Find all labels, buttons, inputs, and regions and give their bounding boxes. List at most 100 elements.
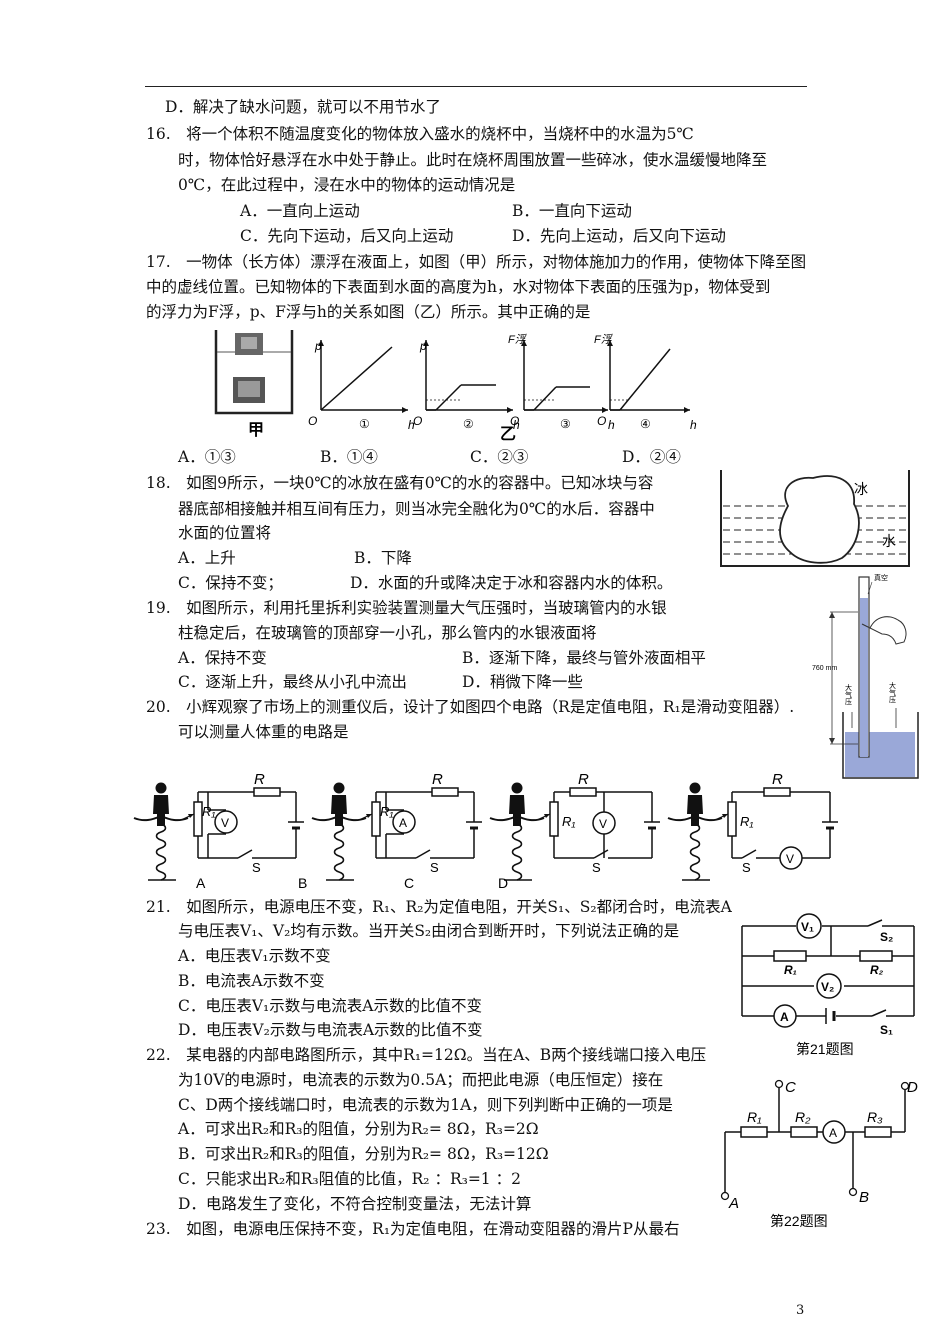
svg-text:R₁: R₁: [747, 1109, 762, 1125]
fig-760mm-label: 760 mm: [812, 665, 837, 672]
ice-container-figure: 冰 水: [718, 466, 913, 570]
svg-text:R₂: R₂: [795, 1109, 811, 1125]
fig-label-jia: 甲: [248, 421, 264, 439]
svg-text:A: A: [780, 1010, 789, 1024]
svg-text:R₂: R₂: [870, 963, 884, 977]
q22-line-2: 为10V的电源时，电流表的示数为0.5A；而把此电源（电压恒定）接在: [178, 1071, 664, 1089]
circuit-b-r: R: [432, 772, 443, 788]
q17-option-a: A．①③: [178, 448, 236, 466]
circuit-b-meter: A: [399, 816, 407, 830]
q16-option-c: C．先向下运动，后又向上运动: [240, 227, 454, 245]
q21-option-d: D．电压表V₂示数与电流表A示数的比值不变: [178, 1021, 483, 1039]
q22-line-3: C、D两个接线端口时，电流表的示数为1A，则下列判断中正确的一项是: [178, 1096, 673, 1114]
circuit-b: A R₁ R S B C: [298, 772, 482, 891]
header-rule: [145, 86, 807, 87]
svg-text:B: B: [859, 1189, 869, 1206]
q22-option-d: D．电路发生了变化，不符合控制变量法，无法计算: [178, 1195, 532, 1213]
q19-line-2: 柱稳定后，在玻璃管的顶部穿一小孔，那么管内的水银液面将: [178, 624, 597, 642]
svg-text:V₂: V₂: [821, 980, 834, 994]
q21-option-c: C．电压表V₁示数与电流表A示数的比值不变: [178, 997, 482, 1015]
q22-line-1: 22. 某电器的内部电路图所示，其中R₁=12Ω。当在A、B两个接线端口接入电压: [146, 1046, 707, 1064]
graph-3-hlabel: h: [608, 418, 615, 432]
q21-option-b: B．电流表A示数不变: [178, 972, 325, 990]
fig-water-label: 水: [882, 533, 896, 549]
svg-text:A: A: [728, 1195, 739, 1212]
graph-3-ylabel: F浮: [508, 333, 528, 346]
graph-1-hlabel: h: [408, 418, 415, 432]
q18-option-b: B．下降: [354, 549, 412, 567]
graph-4-hlabel: h: [690, 418, 697, 432]
q22-option-b: B．可求出R₂和R₃的阻值，分别为R₂= 8Ω，R₃=12Ω: [178, 1145, 549, 1163]
svg-text:R₁: R₁: [784, 963, 797, 977]
q22-circuit-figure: A R₁ R₂ R₃ C D A B 第22题图: [715, 1074, 925, 1234]
circuit-b-s: S: [430, 860, 439, 875]
graph-2-ylabel: p: [419, 339, 427, 353]
q21-option-a: A．电压表V₁示数不变: [178, 947, 331, 965]
q21-line-1: 21. 如图所示，电源电压不变，R₁、R₂为定值电阻，开关S₁、S₂都闭合时，电…: [146, 898, 732, 916]
circuit-a: V R₁ R S A: [133, 772, 304, 891]
graph-4-number: ④: [640, 417, 651, 431]
graph-1: p O h ①: [308, 339, 415, 432]
circuit-d-meter: V: [786, 852, 794, 866]
q18-option-a: A．上升: [178, 549, 236, 567]
q17-line-3: 的浮力为F浮，p、F浮与h的关系如图（乙）所示。其中正确的是: [146, 303, 591, 321]
q16-line-3: 0℃，在此过程中，浸在水中的物体的运动情况是: [178, 176, 516, 194]
circuit-c-s: S: [592, 860, 601, 875]
graph-2-number: ②: [463, 417, 474, 431]
q16-option-b: B．一直向下运动: [512, 202, 632, 220]
q18-line-1: 18. 如图9所示，一块0℃的冰放在盛有0℃的水的容器中。已知冰块与容: [146, 474, 654, 492]
fig-label-yi: 乙: [500, 426, 516, 443]
q20-circuits-figure: V R₁ R S A: [126, 772, 846, 892]
q18-option-d: D．水面的升或降决定于冰和容器内水的体积。: [350, 574, 673, 592]
q20-line-1: 20. 小辉观察了市场上的测重仪后，设计了如图四个电路（R是定值电阻，R₁是滑动…: [146, 698, 795, 716]
q21-line-2: 与电压表V₁、V₂均有示数。当开关S₂由闭合到断开时，下列说法正确的是: [178, 922, 680, 940]
circuit-c-label: C: [404, 875, 414, 891]
q17-option-b: B．①④: [320, 448, 378, 466]
fig-atm-label-2: 大气压: [889, 681, 897, 704]
circuit-a-meter: V: [221, 816, 229, 830]
graph-4-ylabel: F浮: [594, 333, 614, 346]
q23-line-1: 23. 如图，电源电压保持不变，R₁为定值电阻，在滑动变阻器的滑片P从最右: [146, 1220, 680, 1238]
circuit-c-meter: V: [599, 817, 607, 831]
graph-4: F浮 O h ④: [594, 333, 697, 432]
circuit-d-s: S: [742, 860, 751, 875]
torricelli-figure: 760 mm 真空 大气压 大气压: [810, 572, 920, 782]
q17-option-c: C．②③: [470, 448, 529, 466]
circuit-d-r: R: [772, 772, 783, 788]
circuit-a-s: S: [252, 860, 261, 875]
circuit-a-r1: R₁: [202, 804, 216, 819]
q16-line-2: 时，物体恰好悬浮在水中处于静止。此时在烧杯周围放置一些碎冰，使水温缓慢地降至: [178, 151, 768, 169]
circuit-d: V R₁ R S: [667, 772, 838, 881]
circuit-c-r1: R₁: [562, 814, 576, 829]
svg-text:S₂: S₂: [880, 930, 893, 944]
fig-vacuum-label: 真空: [874, 573, 888, 582]
q18-line-3: 水面的位置将: [178, 524, 272, 542]
q19-option-a: A．保持不变: [178, 649, 267, 667]
circuit-a-r: R: [254, 772, 265, 788]
graph-1-ylabel: p: [314, 339, 322, 353]
q22-option-a: A．可求出R₂和R₃的阻值，分别为R₂= 8Ω，R₃=2Ω: [178, 1120, 539, 1138]
svg-text:S₁: S₁: [880, 1023, 893, 1037]
circuit-d-label: D: [498, 875, 508, 891]
svg-text:A: A: [829, 1126, 837, 1140]
graph-3-origin: O: [510, 414, 519, 428]
q16-option-a: A．一直向上运动: [240, 202, 360, 220]
graph-2-hlabel: h: [513, 418, 520, 432]
q22-fig-caption: 第22题图: [770, 1213, 828, 1229]
q18-option-c: C．保持不变；: [178, 574, 283, 592]
circuit-d-r1: R₁: [740, 814, 754, 829]
svg-text:R₃: R₃: [867, 1109, 883, 1125]
q22-option-c: C．只能求出R₂和R₃阻值的比值，R₂ ：R₃=1 ：2: [178, 1170, 521, 1188]
q19-option-c: C．逐渐上升，最终从小孔中流出: [178, 673, 407, 691]
fig-atm-label-1: 大气压: [845, 683, 853, 706]
graph-2: p O h ②: [413, 339, 520, 432]
q21-circuit-figure: V₁ V₂ A R₁ R₂ S₂ S₁ 第21题图: [734, 906, 924, 1060]
graph-4-origin: O: [597, 414, 606, 428]
circuit-c: V R₁ R S D: [489, 772, 660, 891]
circuit-a-label: A: [196, 875, 206, 891]
graph-1-origin: O: [308, 414, 317, 428]
q18-line-2: 器底部相接触并相互间有压力，则当冰完全融化为0℃的水后．容器中: [178, 500, 655, 518]
page-number: 3: [796, 1303, 805, 1318]
q17-line-2: 中的虚线位置。已知物体的下表面到水面的高度为h，水对物体下表面的压强为p，物体受…: [146, 278, 771, 296]
q17-figure: 甲 p O h ① p O h ②: [208, 325, 708, 443]
